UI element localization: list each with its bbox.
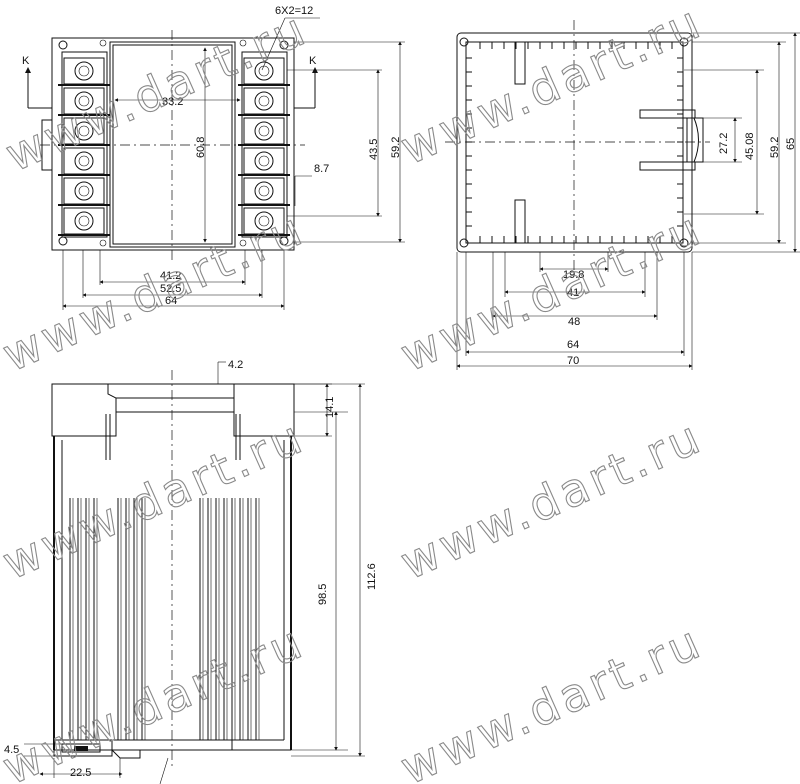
dim-65: 65 bbox=[785, 138, 797, 150]
bottom-view-case: 27.2 45.08 59.2 65 19.8 41 48 64 70 bbox=[445, 20, 800, 370]
dim-52-5: 52.5 bbox=[160, 283, 181, 295]
watermark: www.dart.ru bbox=[393, 409, 711, 590]
dim-41-2: 41.2 bbox=[160, 270, 181, 282]
screw-icon bbox=[74, 121, 94, 141]
dim-43-5: 43.5 bbox=[368, 139, 380, 160]
dim-98-5: 98.5 bbox=[317, 584, 329, 605]
dim-41: 41 bbox=[567, 287, 579, 299]
dim-48: 48 bbox=[568, 316, 580, 328]
dim-112-6: 112.6 bbox=[366, 563, 378, 590]
dim-4-5: 4.5 bbox=[4, 744, 19, 756]
dim-27-2: 27.2 bbox=[718, 133, 730, 154]
screw-icon bbox=[254, 211, 274, 231]
screw-icon bbox=[74, 181, 94, 201]
watermark: www.dart.ru bbox=[393, 0, 711, 175]
dim-14-1: 14.1 bbox=[324, 397, 336, 418]
dim-19-8: 19.8 bbox=[563, 269, 584, 281]
dim-59-2-right: 59.2 bbox=[769, 137, 781, 158]
watermark: www.dart.ru bbox=[393, 201, 711, 382]
top-view-terminals: K K 6X2=12 33.2 60.8 43.5 59.2 8.7 41.2 bbox=[22, 5, 405, 310]
watermark: www.dart.ru bbox=[0, 1, 316, 182]
screw-icon bbox=[254, 181, 274, 201]
watermark-layer: www.dart.ru www.dart.ru www.dart.ru www.… bbox=[0, 0, 711, 784]
pin-spec-label: 6X2=12 bbox=[275, 5, 313, 17]
dim-70: 70 bbox=[567, 355, 579, 367]
dim-64-left: 64 bbox=[165, 295, 177, 307]
dim-4-2: 4.2 bbox=[228, 359, 243, 371]
watermark: www.dart.ru bbox=[393, 614, 711, 784]
dim-22-5: 22.5 bbox=[70, 767, 91, 779]
screw-icon bbox=[254, 151, 274, 171]
screw-icon bbox=[74, 211, 94, 231]
screw-icon bbox=[254, 61, 274, 81]
screw-icon bbox=[74, 61, 94, 81]
watermark: www.dart.ru bbox=[0, 201, 313, 382]
section-view: 4.2 14.1 98.5 112.6 4.5 22.5 bbox=[4, 359, 378, 784]
dim-64-right: 64 bbox=[567, 339, 579, 351]
section-mark-left: K bbox=[22, 55, 30, 67]
dim-8-7: 8.7 bbox=[314, 163, 329, 175]
section-mark-right: K bbox=[309, 55, 317, 67]
screw-icon bbox=[254, 91, 274, 111]
screw-icon bbox=[74, 151, 94, 171]
screw-icon bbox=[74, 91, 94, 111]
dim-33-2: 33.2 bbox=[162, 96, 183, 108]
watermark: www.dart.ru bbox=[0, 409, 313, 590]
dim-45-08: 45.08 bbox=[744, 132, 756, 160]
watermark: www.dart.ru bbox=[0, 614, 313, 784]
dim-59-2-left: 59.2 bbox=[390, 137, 402, 158]
screw-icon bbox=[254, 121, 274, 141]
dim-60-8: 60.8 bbox=[195, 137, 207, 158]
